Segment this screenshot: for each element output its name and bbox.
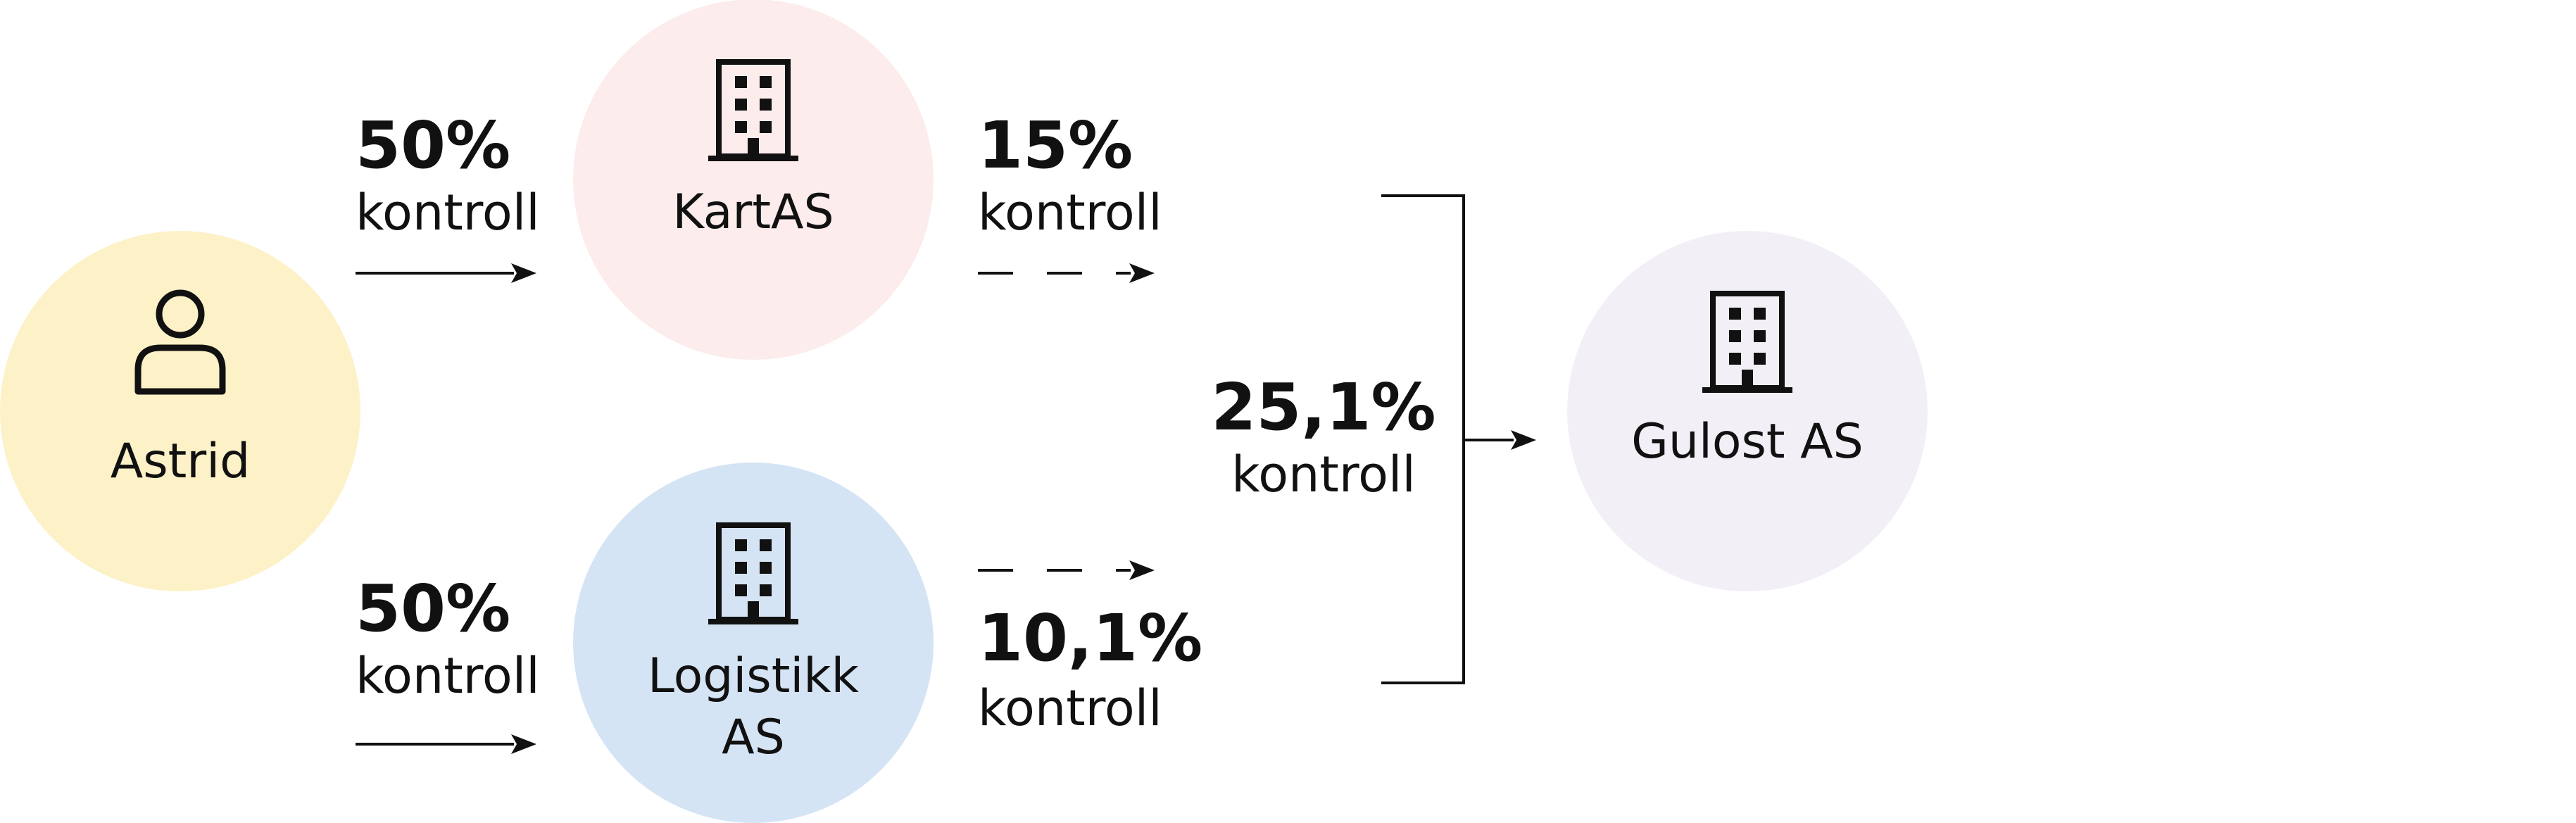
kartas-circle [573, 0, 934, 360]
edge-text: kontroll [356, 184, 540, 241]
edge-text: kontroll [356, 647, 540, 705]
logistikk-circle [573, 463, 934, 823]
person-icon [134, 289, 226, 395]
gulost-circle [1567, 231, 1928, 591]
edge-kartas-gulost: 15% kontroll [978, 108, 1162, 283]
logistikk-label-line1: Logistikk [648, 648, 860, 704]
astrid-label: Astrid [111, 434, 251, 489]
combined-text: kontroll [1231, 446, 1416, 503]
building-icon [708, 522, 798, 624]
arrowhead [1511, 430, 1536, 450]
node-logistikk: Logistikk AS [573, 463, 934, 823]
edge-combined: 25,1% kontroll [1211, 194, 1536, 684]
edge-percent: 10,1% [978, 601, 1202, 676]
edge-logistikk-gulost: 10,1% kontroll [978, 560, 1202, 737]
gulost-label: Gulost AS [1631, 414, 1864, 470]
edge-percent: 50% [356, 571, 510, 646]
arrowhead [511, 263, 536, 283]
combined-percent: 25,1% [1211, 370, 1435, 445]
edge-astrid-kartas: 50% kontroll [356, 108, 540, 283]
kartas-label: KartAS [672, 184, 834, 240]
arrowhead [511, 734, 536, 754]
edge-text: kontroll [978, 679, 1162, 737]
edge-percent: 50% [356, 108, 510, 183]
building-icon [1702, 291, 1792, 393]
building-icon [708, 59, 798, 161]
astrid-circle [0, 231, 360, 591]
arrowhead [1129, 560, 1155, 580]
node-kartas: KartAS [573, 0, 934, 360]
node-astrid: Astrid [0, 231, 360, 591]
node-gulost: Gulost AS [1567, 231, 1928, 591]
edge-percent: 15% [978, 108, 1133, 183]
edge-text: kontroll [978, 184, 1162, 241]
arrowhead [1129, 263, 1155, 283]
edge-astrid-logistikk: 50% kontroll [356, 571, 540, 754]
logistikk-label-line2: AS [722, 710, 785, 765]
